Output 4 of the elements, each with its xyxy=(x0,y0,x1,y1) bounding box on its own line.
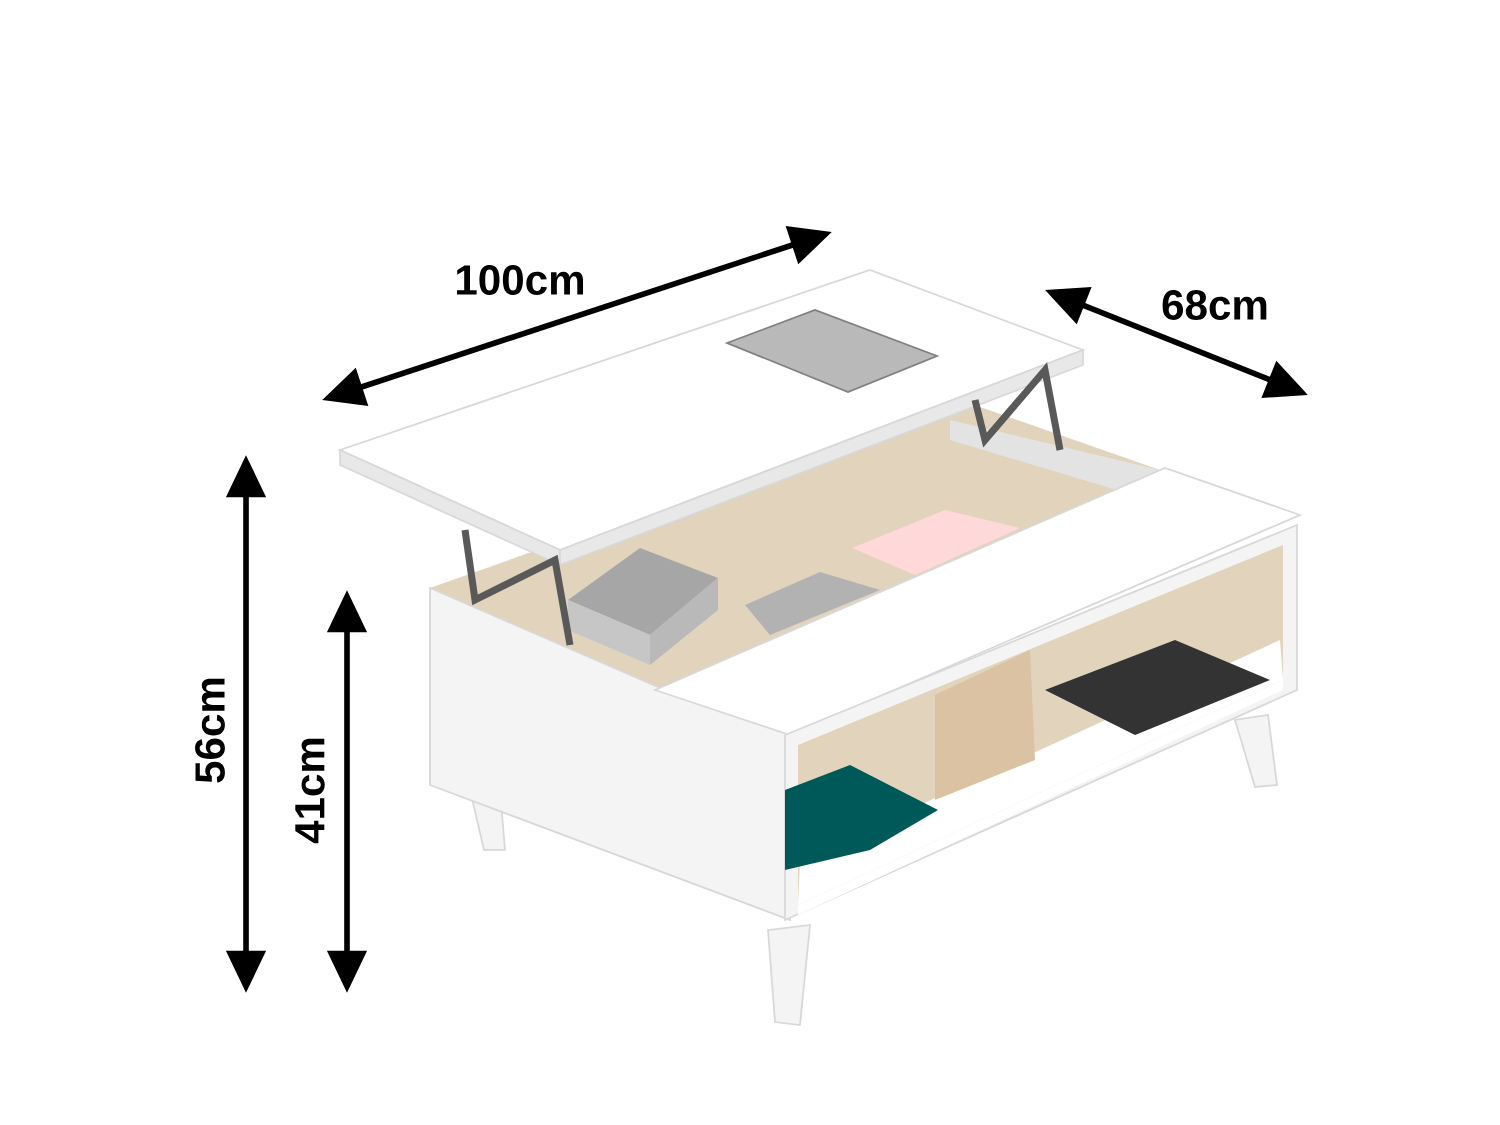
dimension-label: 56cm xyxy=(195,678,225,783)
dimension-label: 68cm xyxy=(1162,290,1267,320)
dimension-label: 41cm xyxy=(295,738,325,844)
dimension-label: 100cm xyxy=(457,265,584,295)
